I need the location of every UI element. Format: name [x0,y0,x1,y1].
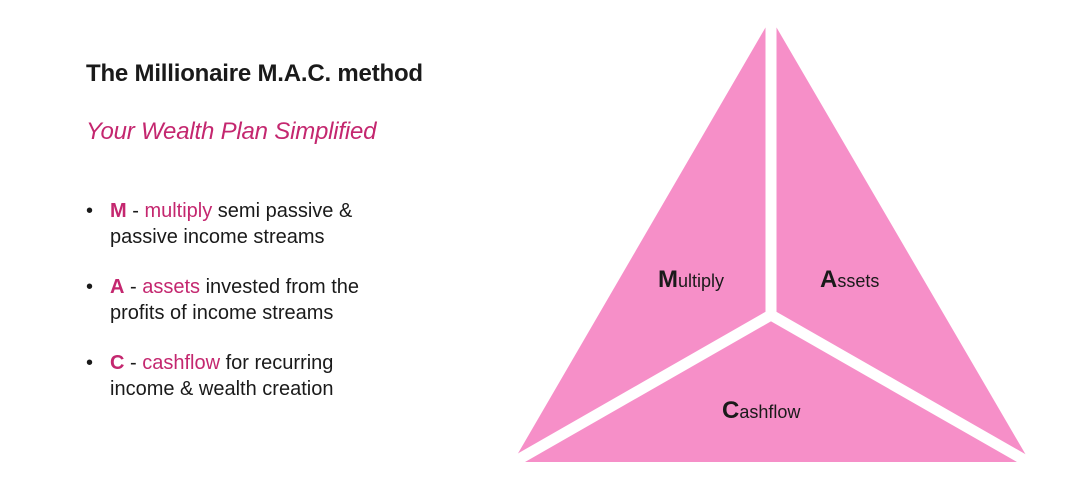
apex-mask [740,0,802,10]
bullet-text: invested from the [200,276,360,298]
bullet-separator: - [126,200,145,222]
bullet-text-line2: passive income streams [110,226,325,248]
page-title: The Millionaire M.A.C. method [86,60,423,87]
segment-label-assets: Assets [820,266,879,293]
segment-rest: ssets [837,271,879,291]
bullet-text: semi passive & [212,200,353,222]
bullet-item-multiply: • M - multiply semi passive & passive in… [86,198,470,250]
segment-dividers [497,0,1045,475]
page-subtitle: Your Wealth Plan Simplified [86,118,377,145]
bullet-letter: M [110,200,127,222]
bullet-letter: A [110,276,125,298]
segment-rest: ashflow [739,402,801,422]
segment-label-multiply: Multiply [658,266,724,293]
bullet-dot-icon: • [86,352,94,374]
bullet-item-assets: • A - assets invested from the profits o… [86,274,470,326]
bullet-keyword: assets [142,276,201,298]
bullet-dot-icon: • [86,200,94,222]
segment-initial: C [722,397,739,424]
bullet-separator: - [124,276,143,298]
bullet-item-cashflow: • C - cashflow for recurring income & we… [86,350,470,402]
segment-initial: A [820,266,837,293]
segment-rest: ultiply [678,271,724,291]
divider-left [497,310,774,475]
bullet-keyword: cashflow [142,352,221,374]
bullet-text-line2: income & wealth creation [110,378,334,400]
bullet-keyword: multiply [144,200,213,222]
bullet-list: • M - multiply semi passive & passive in… [86,198,470,426]
divider-right [768,310,1045,475]
bullet-text: for recurring [220,352,334,374]
bullet-letter: C [110,352,125,374]
bullet-text-line2: profits of income streams [110,302,334,324]
segment-initial: M [658,266,678,293]
segment-label-cashflow: Cashflow [722,397,801,424]
bullet-dot-icon: • [86,276,94,298]
bullet-separator: - [124,352,143,374]
